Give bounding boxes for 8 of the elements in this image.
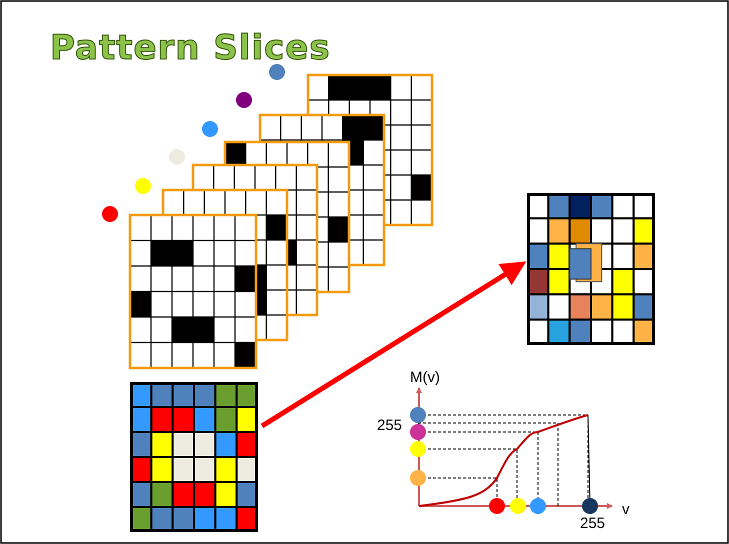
color-grid — [130, 382, 258, 532]
mapped-color-grid — [527, 193, 655, 345]
tick-label: 255 — [377, 417, 402, 434]
tick-label: 255 — [580, 515, 606, 532]
title: Pattern Slices — [50, 28, 331, 68]
arrow — [260, 261, 526, 428]
axis-label: v — [622, 501, 630, 518]
axis-label: M(v) — [410, 369, 440, 386]
